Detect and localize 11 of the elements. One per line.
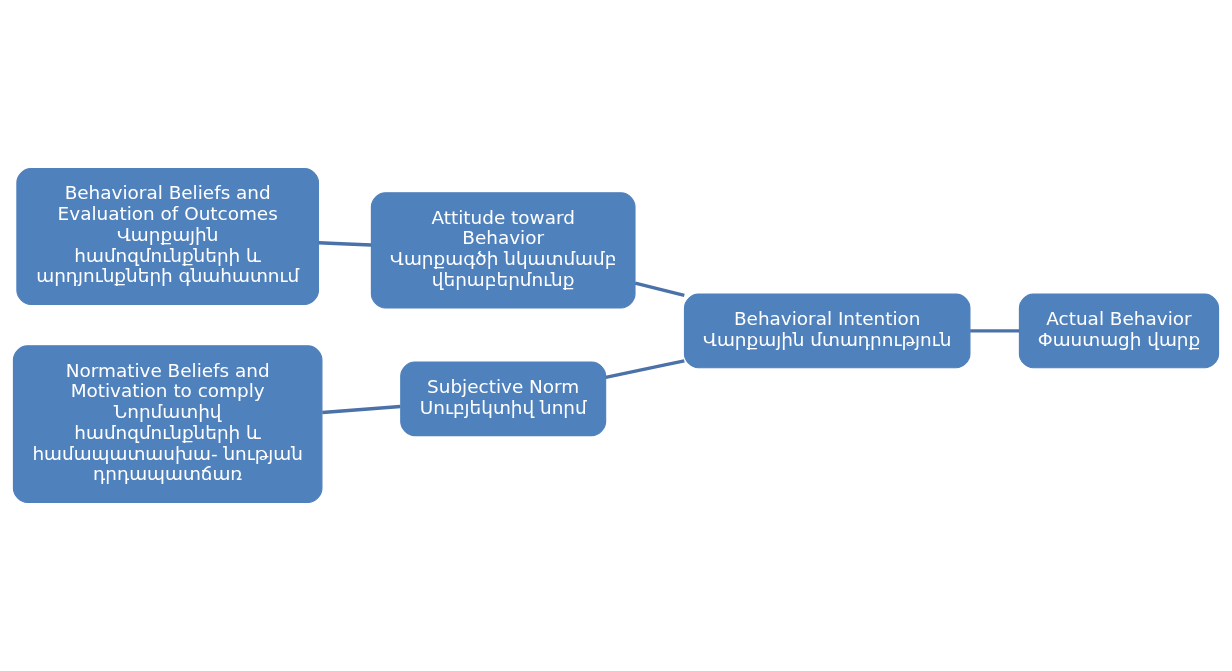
node-box: Normative Beliefs and Motivation to comply Նորմատիվ համոզմունքների և համապատասխա- նության դրդապատճառ xyxy=(12,345,323,503)
node-box: Behavioral Beliefs and Evaluation of Outcomes Վարքային համոզմունքների և արդյունքների գնահատում xyxy=(16,168,320,305)
connector xyxy=(970,329,1020,333)
connector xyxy=(318,241,372,247)
connector xyxy=(322,404,401,415)
connector xyxy=(605,359,685,380)
node-box: Actual Behavior Փաստացի վարք xyxy=(1018,293,1220,369)
node-box: Attitude toward Behavior Վարքագծի նկատմամբ վերաբերմունք xyxy=(370,192,636,309)
node-box: Behavioral Intention Վարքային մտադրություն xyxy=(683,293,971,369)
connector xyxy=(634,281,685,298)
node-box: Subjective Norm Սուբյեկտիվ նորմ xyxy=(400,361,607,437)
